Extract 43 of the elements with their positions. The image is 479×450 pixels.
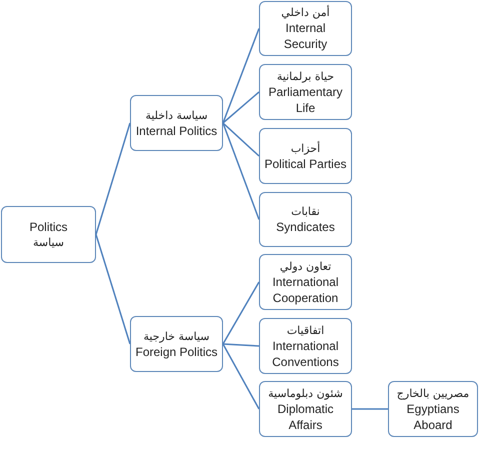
connector-line bbox=[222, 344, 260, 410]
connector-line bbox=[222, 122, 260, 157]
english-label: Internal Security bbox=[282, 20, 328, 52]
topic-box bbox=[259, 381, 352, 437]
connector-line bbox=[95, 122, 131, 235]
arabic-label: حياة برلمانية bbox=[276, 68, 334, 84]
english-label: Parliamentary Life bbox=[267, 84, 344, 116]
connector-line bbox=[222, 91, 260, 124]
topic-box bbox=[1, 206, 96, 263]
english-label: Syndicates bbox=[276, 219, 335, 235]
topic-box bbox=[259, 128, 352, 184]
connector-line bbox=[222, 343, 260, 347]
english-label: Political Parties bbox=[264, 156, 347, 172]
english-label: Egyptians Aboard bbox=[406, 400, 460, 432]
english-label: International Cooperation bbox=[271, 274, 340, 306]
english-label: Foreign Politics bbox=[135, 344, 218, 360]
arabic-label: أمن داخلي bbox=[281, 5, 330, 20]
connector-line bbox=[95, 234, 131, 344]
connector-line bbox=[222, 282, 260, 344]
connector-line bbox=[222, 122, 260, 220]
arabic-label: نقابات bbox=[291, 204, 320, 219]
english-label: Internal Politics bbox=[136, 122, 218, 138]
topic-box bbox=[259, 254, 352, 310]
arabic-label: سياسة خارجية bbox=[144, 328, 210, 344]
connector-line bbox=[352, 408, 388, 410]
arabic-label: سياسة داخلية bbox=[145, 108, 208, 122]
arabic-label: اتفاقيات bbox=[286, 322, 324, 338]
topic-box bbox=[259, 318, 352, 374]
topic-box bbox=[259, 64, 352, 120]
arabic-label: أحزاب bbox=[290, 140, 320, 156]
arabic-label: تعاون دولي bbox=[280, 258, 332, 274]
arabic-label: مصريين بالخارج bbox=[396, 386, 470, 400]
english-label: International Conventions bbox=[271, 338, 340, 370]
arabic-label: سياسة bbox=[32, 235, 64, 250]
topic-box bbox=[130, 95, 223, 151]
english-label: Politics bbox=[29, 219, 68, 235]
topic-box bbox=[388, 381, 478, 437]
topic-box bbox=[259, 1, 352, 56]
topic-box bbox=[130, 316, 223, 372]
connector-line bbox=[222, 28, 260, 124]
arabic-label: شئون دبلوماسية bbox=[268, 386, 343, 400]
topic-box bbox=[259, 192, 352, 247]
english-label: Diplomatic Affairs bbox=[276, 400, 334, 432]
